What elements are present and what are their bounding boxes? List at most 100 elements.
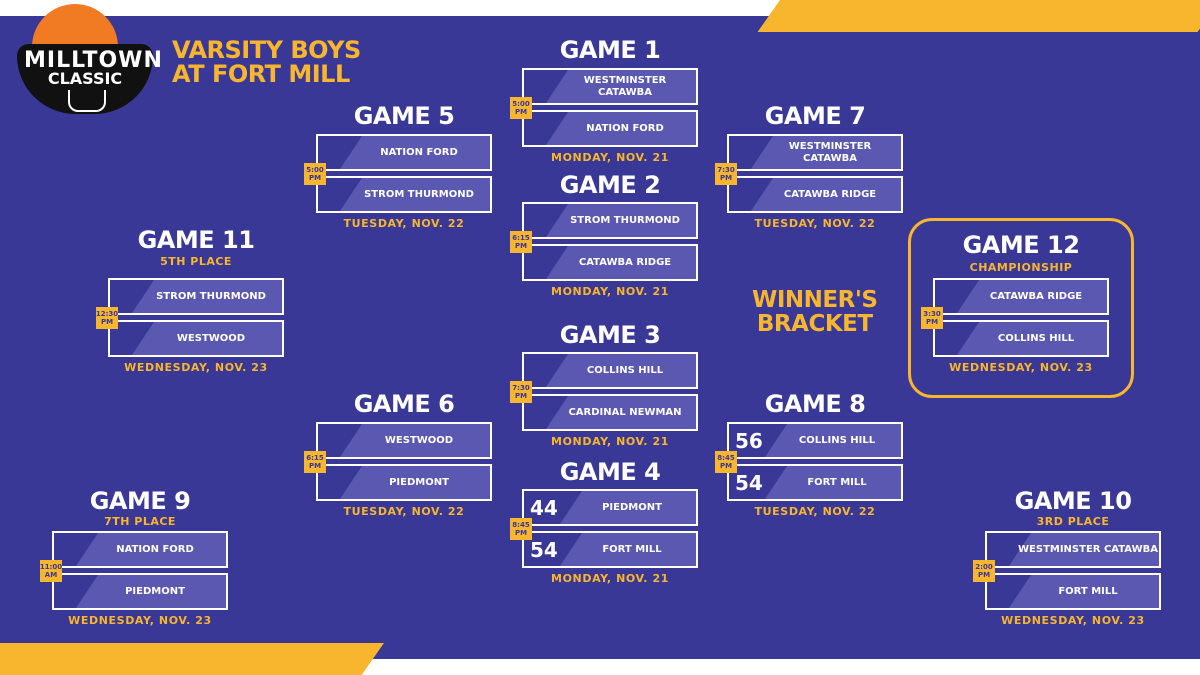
team-name: PIEDMONT <box>602 501 662 513</box>
team-slot-fill <box>132 280 282 313</box>
game-title: GAME 1 <box>559 36 661 64</box>
game-subtitle: 7TH PLACE <box>104 515 176 528</box>
team-name: STROM THURMOND <box>364 188 474 200</box>
game-title: GAME 7 <box>764 102 866 130</box>
game-title: GAME 4 <box>559 458 661 486</box>
team-slot[interactable]: COLLINS HILL <box>933 320 1109 357</box>
game-time-meridiem: PM <box>977 570 991 579</box>
team-slot[interactable]: NATION FORD <box>522 110 698 147</box>
game-time-meridiem: PM <box>514 241 528 250</box>
game-title: GAME 11 <box>137 226 255 254</box>
game-subtitle: 3RD PLACE <box>1036 515 1110 528</box>
team-score: 56 <box>735 428 763 453</box>
team-name: COLLINS HILL <box>997 332 1075 344</box>
team-score: 54 <box>530 537 558 562</box>
team-slot[interactable]: CATAWBA RIDGE <box>727 176 903 213</box>
team-slot-fill <box>340 466 490 499</box>
team-name: FORT MILL <box>602 543 662 555</box>
game-date: MONDAY, NOV. 21 <box>551 572 669 585</box>
game-time: 8:45 <box>717 453 735 462</box>
team-slot[interactable]: PIEDMONT <box>316 464 492 501</box>
team-slot-fill <box>76 533 226 566</box>
winners-line-2: BRACKET <box>756 311 873 337</box>
winners-line-1: WINNER'S <box>752 287 878 313</box>
game-date: WEDNESDAY, NOV. 23 <box>124 361 268 374</box>
game-time: 8:45 <box>512 520 530 529</box>
team-name: CATAWBA RIDGE <box>578 256 672 268</box>
team-slot-fill <box>1009 533 1159 566</box>
team-slot-fill <box>546 246 696 279</box>
team-slot[interactable]: WESTWOOD <box>316 422 492 459</box>
game-time-meridiem: PM <box>719 173 733 182</box>
team-slot-fill <box>76 575 226 608</box>
game-title: GAME 8 <box>764 390 866 418</box>
team-name: WESTMINSTER CATAWBA <box>583 74 667 98</box>
game-date: MONDAY, NOV. 21 <box>551 435 669 448</box>
team-slot-fill <box>560 533 696 566</box>
team-slot[interactable]: CATAWBA RIDGE <box>522 244 698 281</box>
team-slot[interactable]: NATION FORD <box>316 134 492 171</box>
team-slot[interactable]: STROM THURMOND <box>522 202 698 239</box>
championship-highlight-box <box>908 218 1134 398</box>
team-name: STROM THURMOND <box>156 290 266 302</box>
accent-stripe-bottom <box>0 643 385 675</box>
game-time-meridiem: PM <box>719 461 733 470</box>
game-date: WEDNESDAY, NOV. 23 <box>949 361 1093 374</box>
team-slot[interactable]: PIEDMONT 44 <box>522 489 698 526</box>
team-slot[interactable]: WESTMINSTER CATAWBA <box>522 68 698 105</box>
team-name: CATAWBA RIDGE <box>989 290 1083 302</box>
team-name: NATION FORD <box>116 543 194 555</box>
logo-line-1: MILLTOWN <box>24 48 163 73</box>
game-date: MONDAY, NOV. 21 <box>551 151 669 164</box>
team-slot[interactable]: CARDINAL NEWMAN <box>522 394 698 431</box>
team-slot-fill <box>546 354 696 387</box>
team-slot-fill <box>546 204 696 237</box>
game-time: 6:15 <box>306 453 324 462</box>
team-score: 44 <box>530 495 558 520</box>
team-slot-fill <box>957 322 1107 355</box>
team-slot[interactable]: WESTMINSTER CATAWBA <box>727 134 903 171</box>
game-date: TUESDAY, NOV. 22 <box>343 505 465 518</box>
team-slot[interactable]: FORT MILL 54 <box>522 531 698 568</box>
team-name: FORT MILL <box>1058 585 1118 597</box>
team-slot-fill <box>751 178 901 211</box>
team-slot[interactable]: WESTWOOD <box>108 320 284 357</box>
team-name: WESTWOOD <box>384 434 454 446</box>
game-date: WEDNESDAY, NOV. 23 <box>1001 614 1145 627</box>
game-time: 7:30 <box>512 383 530 392</box>
team-name: STROM THURMOND <box>570 214 680 226</box>
team-slot[interactable]: FORT MILL <box>985 573 1161 610</box>
team-slot[interactable]: STROM THURMOND <box>108 278 284 315</box>
team-name: CATAWBA RIDGE <box>783 188 877 200</box>
page-title: VARSITY BOYS AT FORT MILL <box>172 38 361 86</box>
team-name: WESTMINSTER CATAWBA <box>788 140 872 164</box>
game-time-meridiem: AM <box>44 570 58 579</box>
game-time: 3:30 <box>923 309 941 318</box>
game-title: GAME 12 <box>962 231 1080 259</box>
team-slot[interactable]: CATAWBA RIDGE <box>933 278 1109 315</box>
team-slot[interactable]: WESTMINSTER CATAWBA <box>985 531 1161 568</box>
team-slot[interactable]: NATION FORD <box>52 531 228 568</box>
team-slot[interactable]: COLLINS HILL <box>522 352 698 389</box>
team-name: WESTWOOD <box>176 332 246 344</box>
team-slot[interactable]: STROM THURMOND <box>316 176 492 213</box>
game-date: MONDAY, NOV. 21 <box>551 285 669 298</box>
team-name: NATION FORD <box>380 146 458 158</box>
game-title: GAME 6 <box>353 390 455 418</box>
team-name: NATION FORD <box>586 122 664 134</box>
game-title: GAME 5 <box>353 102 455 130</box>
team-slot-fill <box>340 136 490 169</box>
game-time: 12:30 <box>95 309 119 318</box>
logo-wordmark: MILLTOWN CLASSIC <box>24 48 163 88</box>
team-name: PIEDMONT <box>389 476 449 488</box>
team-slot[interactable]: PIEDMONT <box>52 573 228 610</box>
team-score: 54 <box>735 470 763 495</box>
